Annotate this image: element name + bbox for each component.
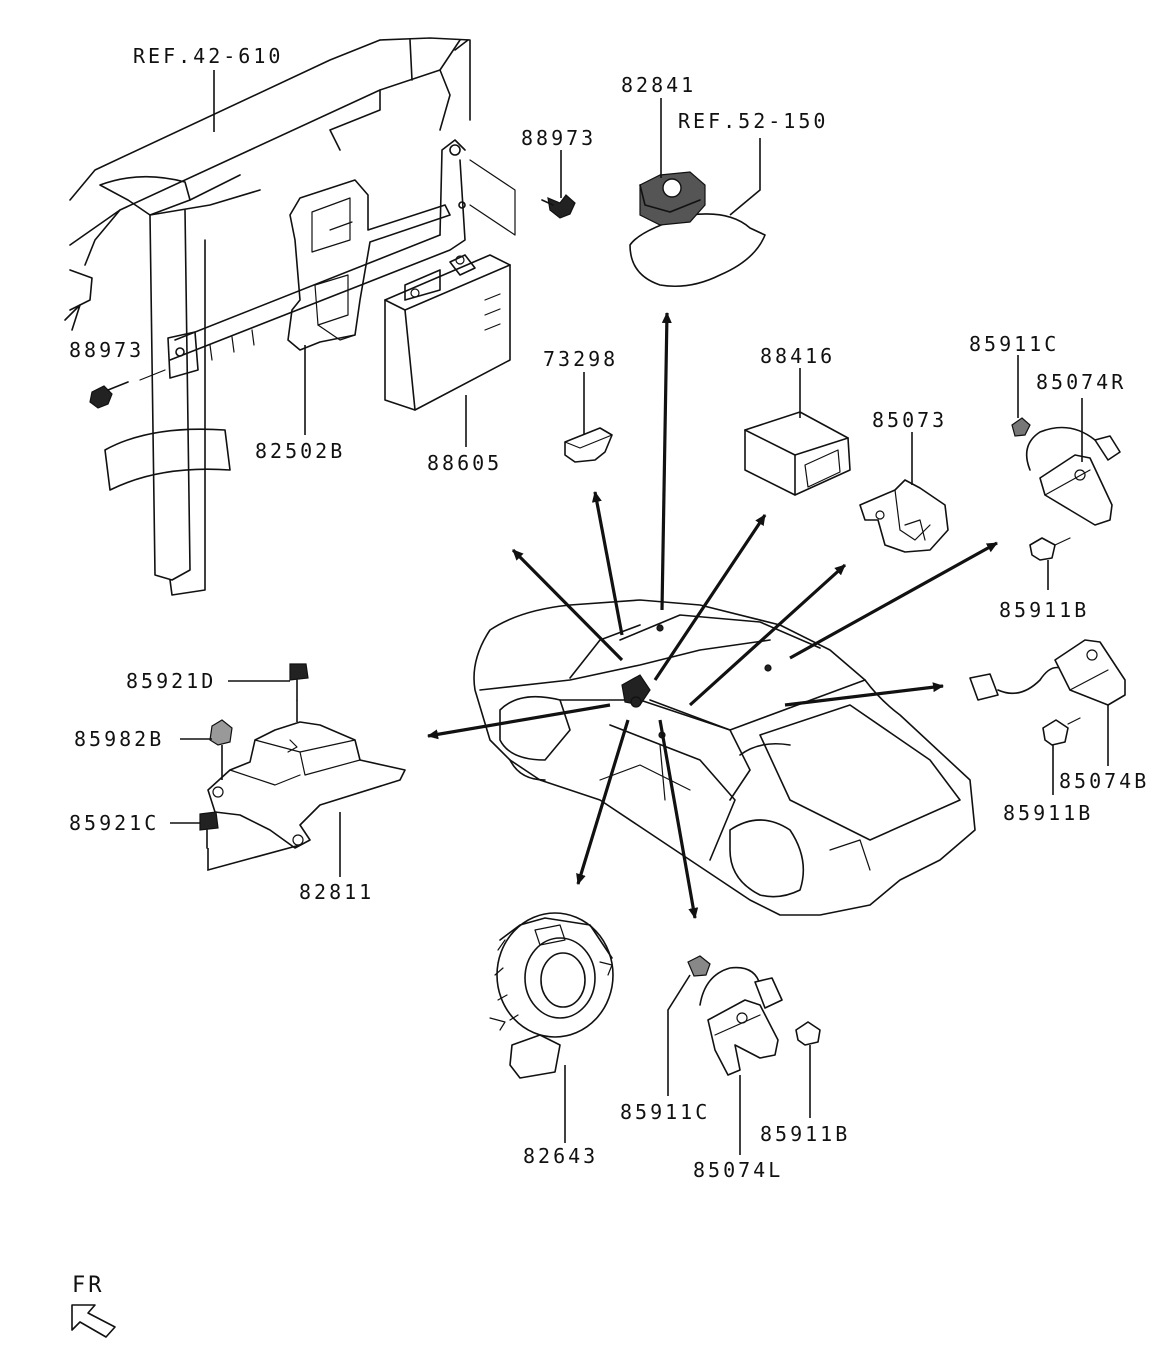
arrow-icon: [789, 541, 998, 660]
part-label-85074b: 85074B: [1059, 769, 1150, 793]
clip-icon: [1011, 417, 1031, 437]
ecu-box-88605: [384, 254, 511, 411]
part-label-85921d: 85921D: [126, 669, 217, 693]
arrow-icon: [576, 719, 630, 885]
part-label-85074l: 85074L: [693, 1158, 784, 1182]
vehicle-body: [473, 599, 976, 916]
part-label-82643: 82643: [523, 1144, 599, 1168]
part-label-85911b-bottom: 85911B: [760, 1122, 851, 1146]
pointer-arrows: [427, 312, 998, 919]
bolt-icon: [541, 194, 576, 219]
dashboard-reinforcement: [64, 37, 516, 596]
front-indicator-label: FR: [72, 1273, 105, 1298]
part-label-88973-top: 88973: [521, 126, 597, 150]
reference-label-42-610: REF.42-610: [133, 44, 284, 68]
part-label-85911b-right-bottom: 85911B: [1003, 801, 1094, 825]
bolt-icon: [89, 381, 129, 409]
arrow-icon: [784, 682, 944, 707]
part-label-85921c: 85921C: [69, 811, 160, 835]
switch-88416: [744, 411, 851, 496]
part-label-85911c-bottom: 85911C: [620, 1100, 711, 1124]
part-label-85982b: 85982B: [74, 727, 165, 751]
arrow-icon: [653, 514, 767, 681]
arrow-icon: [658, 719, 699, 919]
sensor-85074b: [969, 639, 1126, 706]
part-label-85911c-right: 85911C: [969, 332, 1060, 356]
sensor-85074l: [699, 966, 783, 1076]
reference-label-52-150: REF.52-150: [678, 109, 829, 133]
clip-icon: [795, 1021, 821, 1046]
clip-icon: [1042, 717, 1081, 746]
clip-icon: [1029, 537, 1071, 561]
arrow-icon: [427, 703, 611, 740]
part-label-82811: 82811: [299, 880, 375, 904]
arrow-icon: [511, 548, 624, 662]
bracket-82502b: [287, 179, 451, 351]
part-label-88973-left: 88973: [69, 338, 145, 362]
part-label-82502b: 82502B: [255, 439, 346, 463]
leader-lines: [170, 70, 1109, 1155]
part-label-88605: 88605: [427, 451, 503, 475]
part-label-88416: 88416: [760, 344, 836, 368]
clip-icon: [209, 719, 233, 746]
sensor-85073: [859, 479, 949, 553]
part-label-85074r: 85074R: [1036, 370, 1127, 394]
cap-73298: [564, 427, 613, 463]
arrow-icon: [660, 312, 672, 611]
bracket-82811: [207, 721, 406, 849]
sensor-85074r: [1025, 426, 1121, 526]
part-label-85911b-right-top: 85911B: [999, 598, 1090, 622]
clock-spring-82643: [489, 912, 614, 1079]
clip-icon: [687, 955, 711, 977]
part-label-82841: 82841: [621, 73, 697, 97]
arrow-icon: [688, 563, 847, 707]
bolt-icon: [289, 663, 309, 701]
cover-82841: [629, 171, 766, 288]
part-label-85073: 85073: [872, 408, 948, 432]
bolt-icon: [199, 811, 219, 849]
part-label-73298: 73298: [543, 347, 619, 371]
front-arrow-icon: [71, 1304, 116, 1338]
arrow-icon: [591, 491, 624, 636]
